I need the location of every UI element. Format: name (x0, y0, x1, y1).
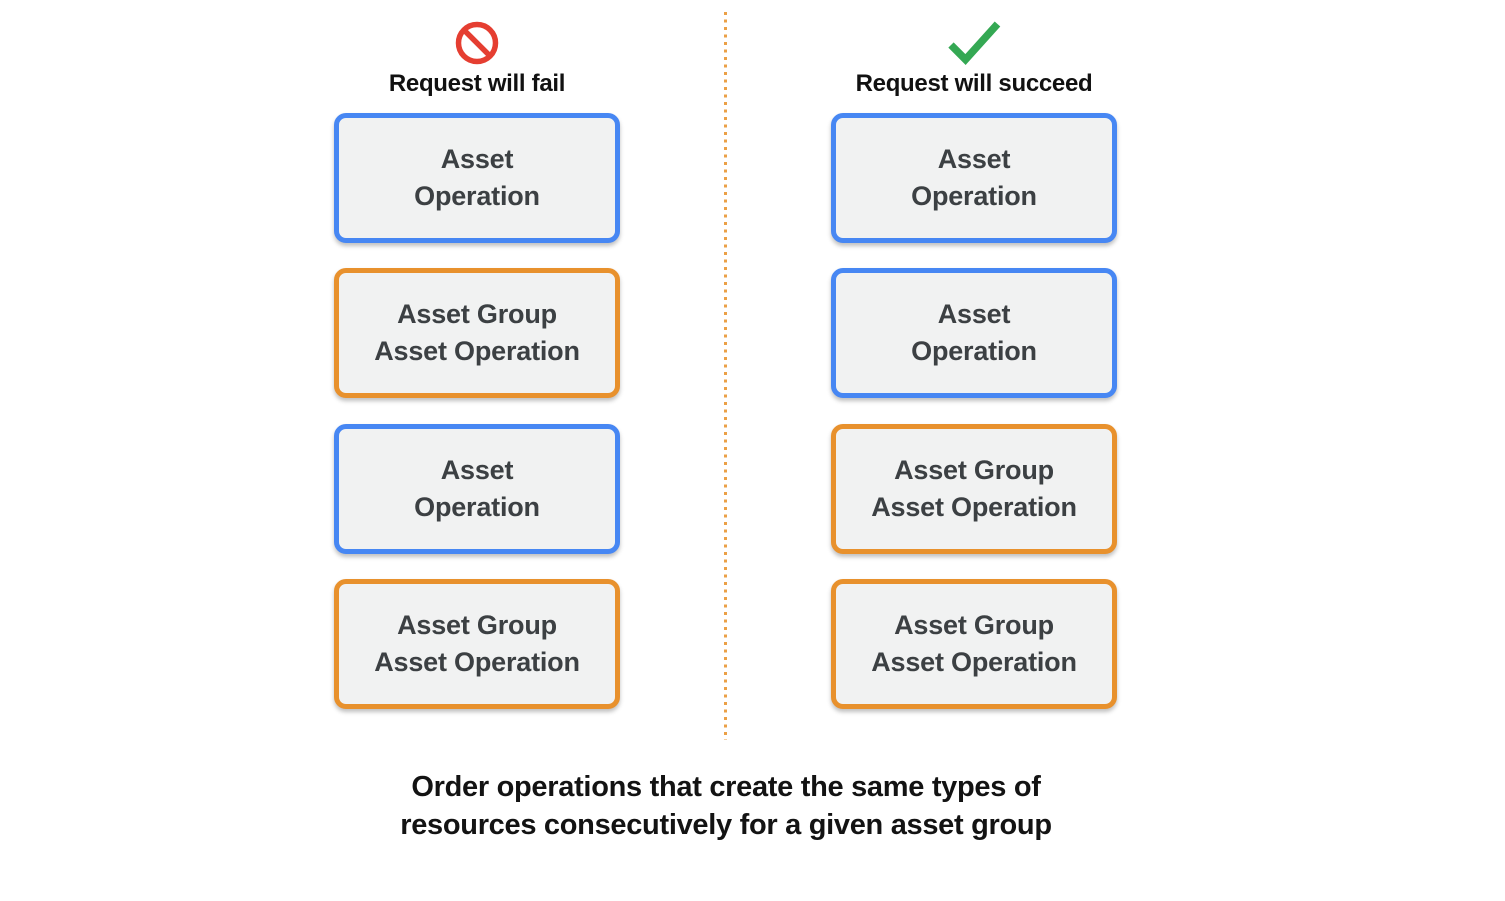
succeed-column: Request will succeed Asset Operation Ass… (831, 0, 1117, 720)
operation-box: Asset Group Asset Operation (831, 579, 1117, 709)
box-label-line: Asset (440, 455, 514, 485)
operation-box: Asset Group Asset Operation (334, 268, 620, 398)
operation-box: Asset Operation (334, 113, 620, 243)
box-label-line: Operation (414, 492, 540, 522)
box-label-line: Operation (911, 181, 1037, 211)
operation-box: Asset Operation (831, 268, 1117, 398)
fail-column: Request will fail Asset Operation Asset … (334, 0, 620, 720)
caption-line-1: Order operations that create the same ty… (411, 771, 1041, 803)
checkmark-icon (945, 19, 1003, 65)
succeed-heading: Request will succeed (855, 70, 1093, 97)
caption: Order operations that create the same ty… (334, 768, 1118, 844)
box-label-line: Asset Operation (871, 492, 1077, 522)
divider-dotted-line (724, 12, 727, 740)
box-label-line: Asset Group (397, 299, 557, 329)
box-label-line: Asset Group (894, 610, 1054, 640)
succeed-header: Request will succeed (831, 0, 1117, 113)
box-label-line: Asset (440, 144, 514, 174)
operation-box: Asset Operation (334, 424, 620, 554)
operation-box: Asset Operation (831, 113, 1117, 243)
box-label-line: Asset Group (397, 610, 557, 640)
box-label-line: Asset Operation (374, 647, 580, 677)
box-label-line: Asset (937, 299, 1011, 329)
operation-box: Asset Group Asset Operation (334, 579, 620, 709)
prohibition-icon (455, 21, 499, 65)
fail-heading: Request will fail (388, 70, 566, 97)
box-label-line: Operation (414, 181, 540, 211)
caption-line-2: resources consecutively for a given asse… (400, 809, 1052, 841)
box-label-line: Asset Group (894, 455, 1054, 485)
fail-header: Request will fail (334, 0, 620, 113)
box-label-line: Asset Operation (374, 336, 580, 366)
box-label-line: Asset (937, 144, 1011, 174)
box-label-line: Asset Operation (871, 647, 1077, 677)
operation-box: Asset Group Asset Operation (831, 424, 1117, 554)
box-label-line: Operation (911, 336, 1037, 366)
